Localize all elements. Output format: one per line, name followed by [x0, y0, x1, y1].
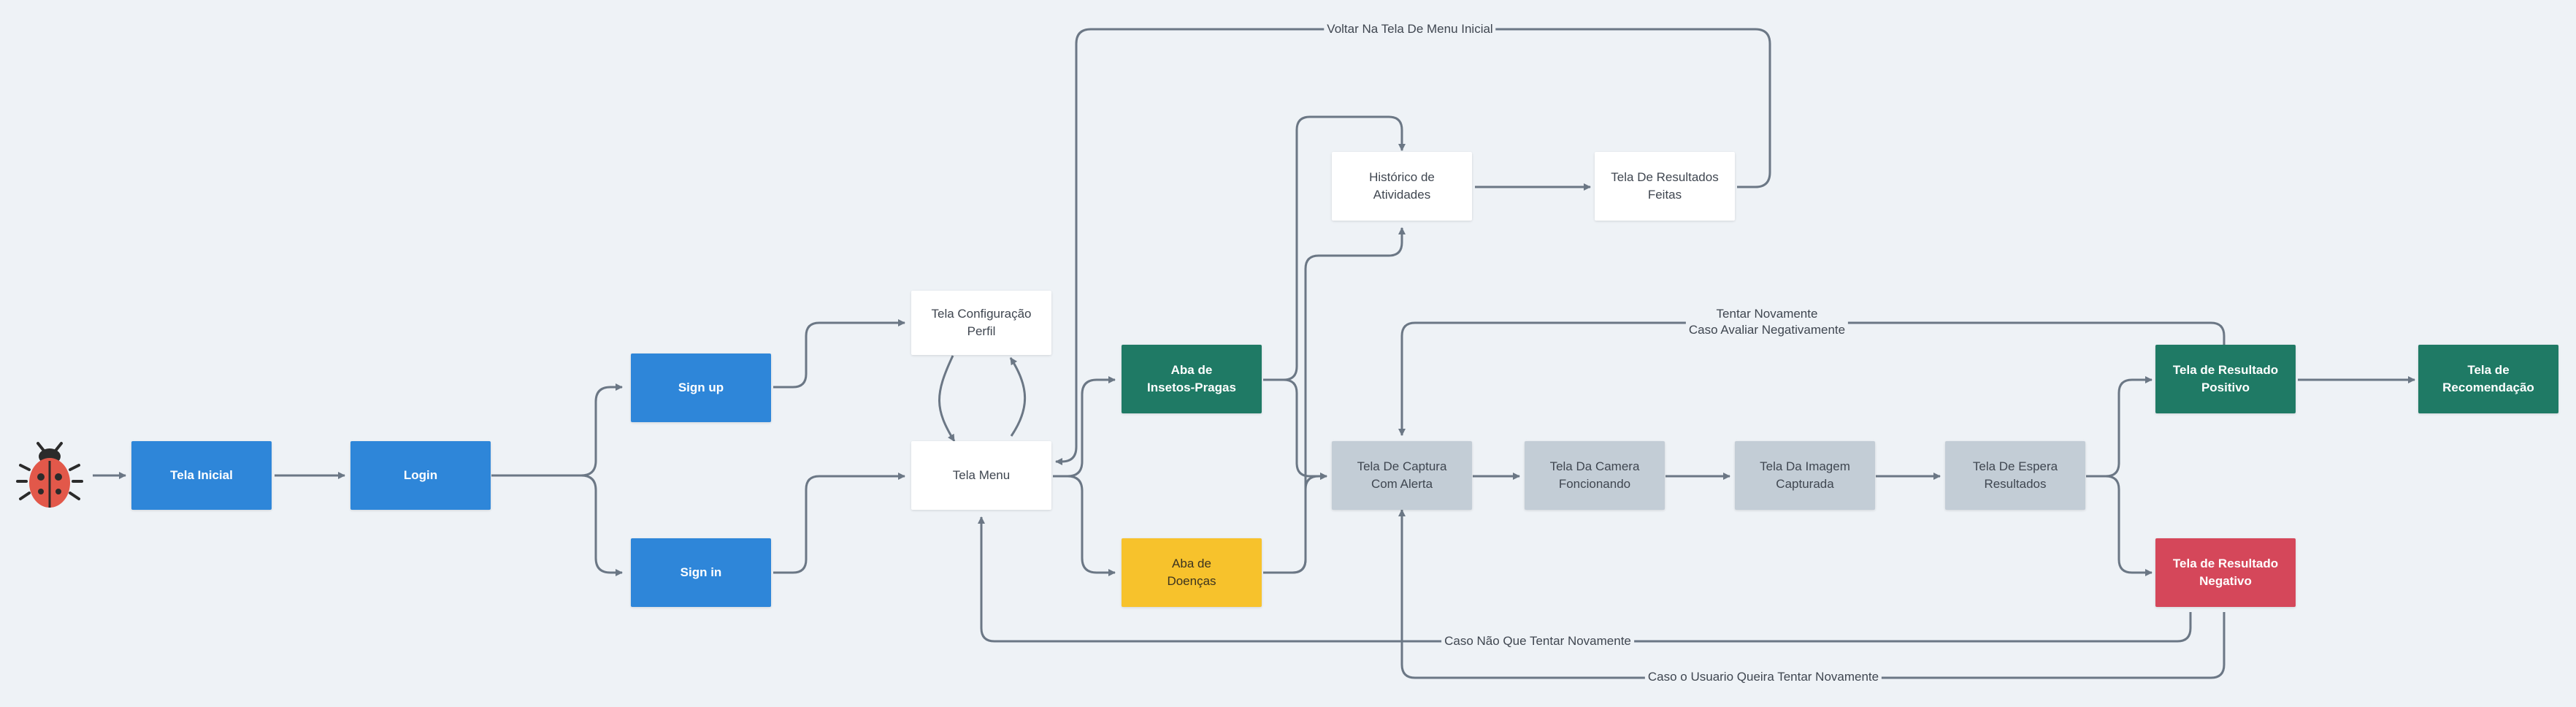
node-tela-captura: Tela De Captura Com Alerta: [1332, 441, 1472, 510]
node-tela-imagem: Tela Da Imagem Capturada: [1735, 441, 1875, 510]
node-tela-camera: Tela Da Camera Foncionando: [1525, 441, 1665, 510]
node-resultado-positivo: Tela de Resultado Positivo: [2155, 345, 2296, 413]
edge-sign-in-to-menu: [773, 473, 905, 574]
node-historico: Histórico de Atividades: [1332, 152, 1472, 221]
edge-menu-to-aba-insetos: [1053, 376, 1116, 478]
ladybug-icon: [15, 440, 85, 511]
node-tela-inicial: Tela Inicial: [131, 441, 272, 510]
node-tela-config-perfil: Tela Configuração Perfil: [911, 291, 1051, 355]
node-sign-in: Sign in: [631, 538, 771, 607]
edge-label-caso-queira-tentar: Caso o Usuario Queira Tentar Novamente: [1644, 669, 1882, 685]
edge-label-caso-nao-tentar: Caso Não Que Tentar Novamente: [1441, 633, 1634, 649]
node-tela-espera: Tela De Espera Resultados: [1945, 441, 2085, 510]
node-resultado-negativo: Tela de Resultado Negativo: [2155, 538, 2296, 607]
edge-config-to-menu: [938, 355, 956, 442]
node-aba-insetos: Aba de Insetos-Pragas: [1122, 345, 1262, 413]
edge-menu-to-aba-doencas: [1067, 475, 1116, 576]
edge-menu-to-config: [1009, 357, 1027, 437]
edge-aba-insetos-to-historico: [1263, 115, 1406, 381]
edge-label-voltar-menu: Voltar Na Tela De Menu Inicial: [1324, 21, 1496, 37]
node-resultados-feitas: Tela De Resultados Feitas: [1595, 152, 1735, 221]
node-login: Login: [350, 441, 491, 510]
edge-espera-to-negativo: [2105, 475, 2153, 576]
edge-espera-to-positivo: [2086, 376, 2153, 478]
edge-login-to-sign-in: [580, 474, 623, 576]
node-tela-recomendacao: Tela de Recomendação: [2418, 345, 2558, 413]
edge-login-to-sign-up: [491, 383, 623, 477]
edge-label-tentar-novamente: Tentar Novamente Caso Avaliar Negativame…: [1685, 306, 1849, 338]
edge-sign-up-to-config-perfil: [773, 319, 905, 389]
node-aba-doencas: Aba de Doenças: [1122, 538, 1262, 607]
node-sign-up: Sign up: [631, 354, 771, 422]
edge-aba-doencas-to-captura: [1292, 473, 1327, 574]
edge-negativo-to-captura: [1398, 509, 2226, 679]
edge-aba-doencas-to-historico: [1263, 227, 1406, 574]
node-tela-menu: Tela Menu: [911, 441, 1051, 510]
edge-positivo-retry-to-captura: [1398, 321, 2226, 436]
